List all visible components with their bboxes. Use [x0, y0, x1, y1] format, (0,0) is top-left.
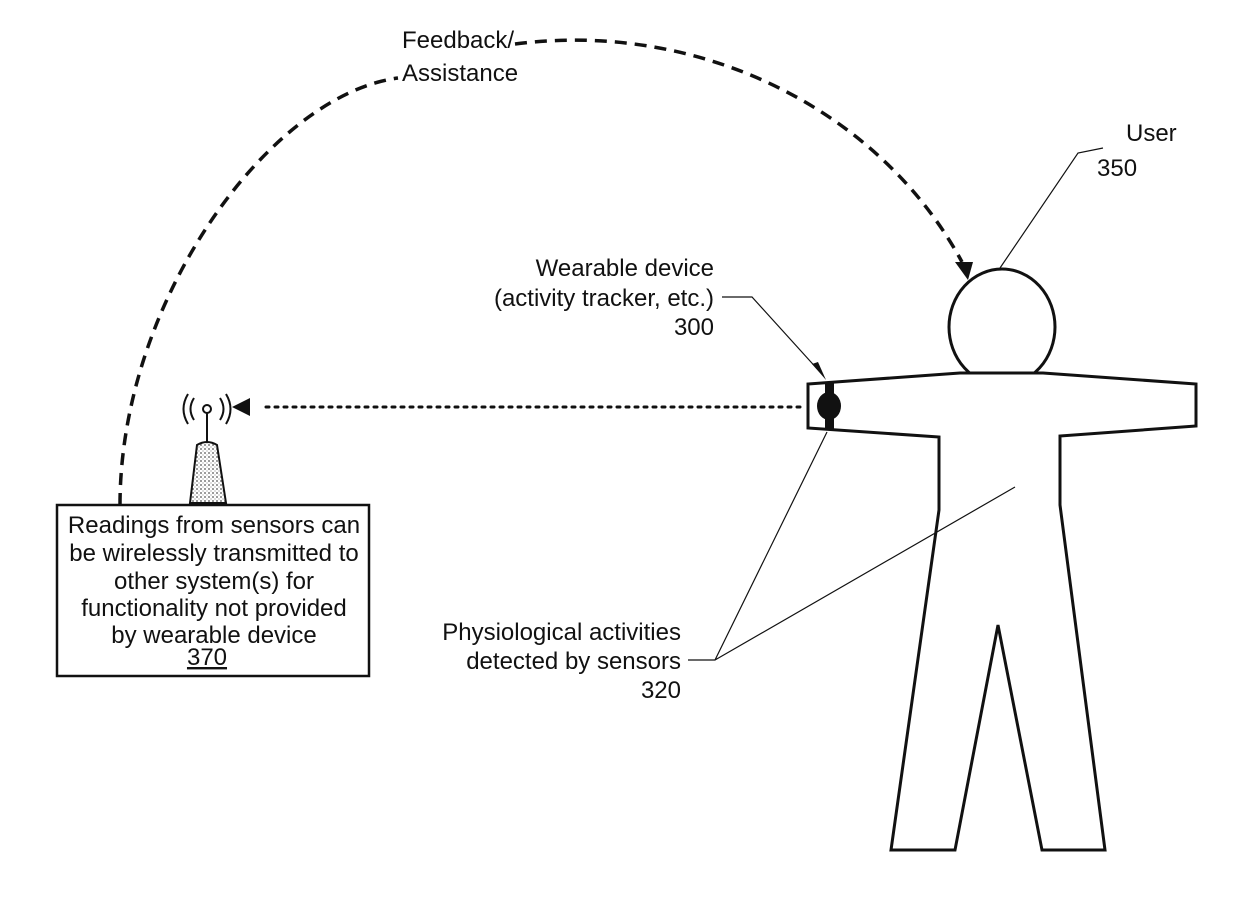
wireless-arrowhead — [232, 398, 250, 416]
user-label-line2: 350 — [1097, 155, 1137, 182]
system-box-line2: be wirelessly transmitted to — [69, 540, 358, 567]
system-box-line3: other system(s) for — [114, 568, 314, 595]
physio-label-line1: Physiological activities — [442, 619, 681, 646]
feedback-arrowhead — [955, 262, 973, 280]
wearable-label-line1: Wearable device — [536, 255, 714, 282]
system-box-line4: functionality not provided — [81, 595, 347, 622]
feedback-label-line2: Assistance — [402, 60, 518, 87]
user-head — [949, 269, 1055, 385]
antenna-icon — [184, 394, 231, 503]
wearable-label-line3: 300 — [674, 314, 714, 341]
system-box-line1: Readings from sensors can — [68, 512, 360, 539]
physio-label-line3: 320 — [641, 677, 681, 704]
user-label-line1: User — [1126, 120, 1177, 147]
system-box-ref-number: 370 — [187, 644, 227, 671]
wearable-face — [817, 392, 841, 420]
user-leader-line — [1000, 148, 1103, 268]
feedback-label-line1: Feedback/ — [402, 27, 514, 54]
user-body — [808, 373, 1196, 850]
physio-label-line2: detected by sensors — [466, 648, 681, 675]
wearable-leader-arrowhead — [812, 362, 826, 380]
wearable-leader-line — [722, 297, 820, 372]
wearable-label-line2: (activity tracker, etc.) — [494, 285, 714, 312]
